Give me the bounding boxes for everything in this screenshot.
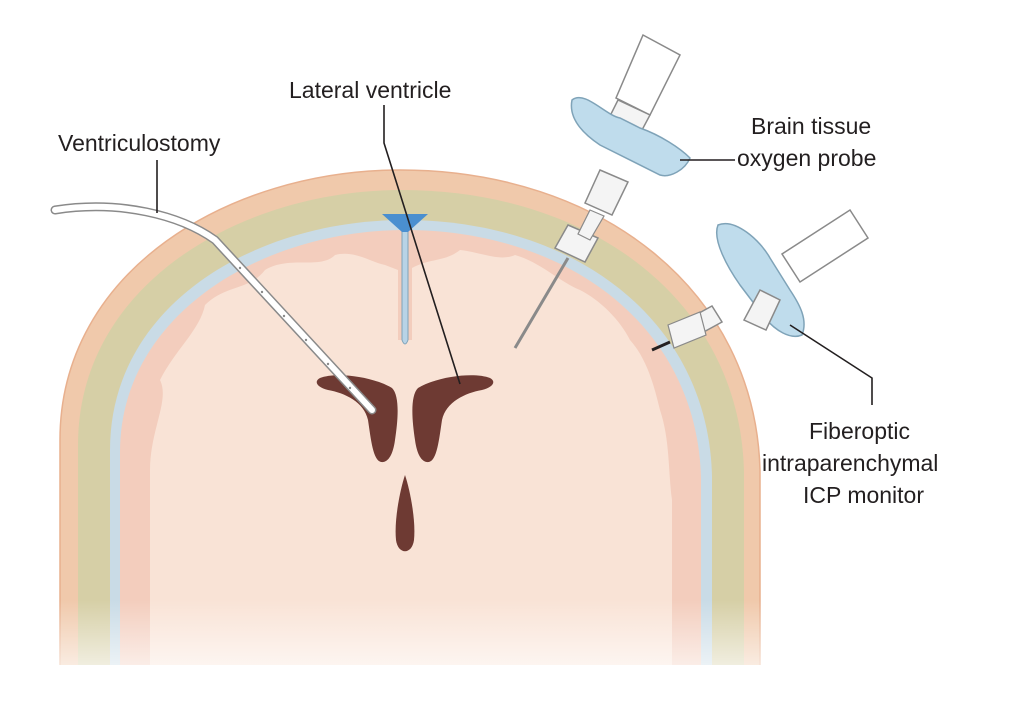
label-oxygen-probe-line2: oxygen probe [737,145,876,171]
icp-monitor-device [651,208,870,352]
ventriculostomy-catheter [50,202,377,415]
bottom-fade [0,600,1024,701]
icp-monitor-leader [789,324,873,405]
head-cross-section [59,169,761,665]
label-icp-monitor-line2: intraparenchymal [762,450,938,476]
label-icp-monitor-line1: Fiberoptic [809,418,910,444]
right-lateral-ventricle [412,375,494,463]
third-ventricle [395,475,415,552]
falx [401,227,409,345]
white-matter [150,250,672,665]
label-ventriculostomy: Ventriculostomy [58,130,221,156]
left-lateral-ventricle [316,375,398,463]
oxygen-probe-device [513,33,691,349]
label-oxygen-probe-line1: Brain tissue [751,113,871,139]
lateral-ventricle-leader [383,105,461,385]
label-lateral-ventricle: Lateral ventricle [289,77,451,103]
superior-sagittal-sinus [382,214,428,232]
label-icp-monitor-line3: ICP monitor [803,482,924,508]
